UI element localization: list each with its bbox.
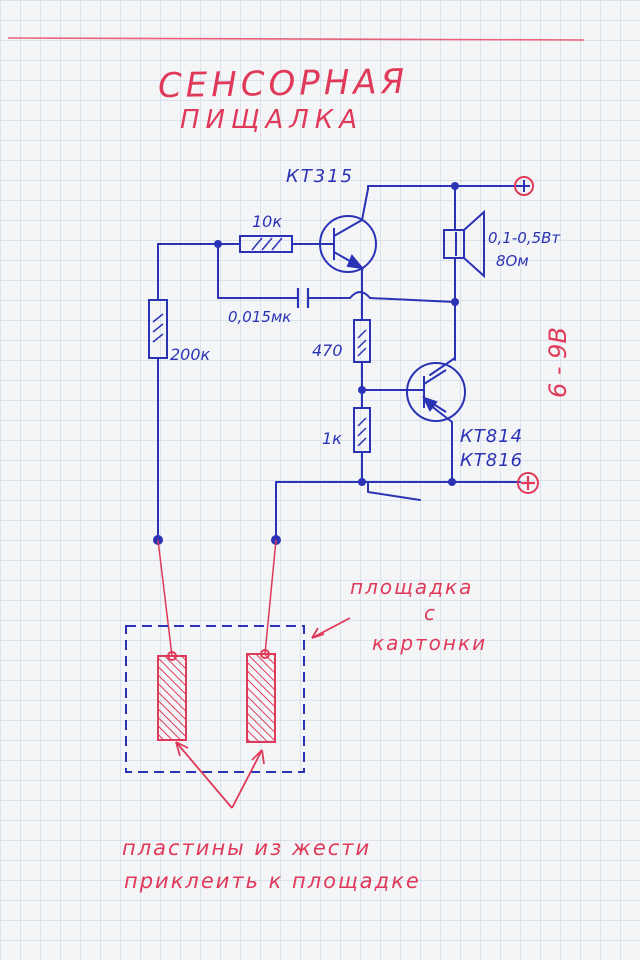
label-speaker-impedance: 8Ом xyxy=(496,252,529,270)
junction-dots xyxy=(153,182,459,545)
pad-label-line3: картонки xyxy=(372,631,487,655)
plates-label-line2: приклеить к площадке xyxy=(124,869,421,893)
label-kt814: КТ814 xyxy=(460,426,523,447)
transistor-kt315 xyxy=(319,188,377,273)
label-capacitor: 0,015мк xyxy=(228,308,291,326)
label-supply-voltage: 6 - 9В xyxy=(544,327,572,398)
label-470: 470 xyxy=(312,341,343,360)
margin-line xyxy=(7,37,585,41)
label-speaker-power: 0,1-0,5Вт xyxy=(488,229,561,247)
pad-arrow xyxy=(311,617,351,639)
title-line2: ПИЩАЛКА xyxy=(180,105,363,135)
label-kt816: КТ816 xyxy=(460,450,523,471)
plus-terminal-bottom xyxy=(517,472,539,494)
plates-label-line1: пластины из жести xyxy=(122,836,371,860)
resistor-470 xyxy=(353,319,371,363)
plate-arrows xyxy=(175,741,265,809)
speaker-icon xyxy=(443,209,485,279)
label-200k: 200к xyxy=(170,345,211,364)
transistor-kt814 xyxy=(406,362,466,422)
title-line1: СЕНСОРНАЯ xyxy=(158,62,409,106)
pad-label-line1: площадка xyxy=(350,575,473,599)
label-1k: 1к xyxy=(322,429,342,448)
pad-outline xyxy=(125,625,305,773)
circuit-wires xyxy=(157,185,521,541)
label-10k: 10к xyxy=(252,212,282,231)
resistor-1k xyxy=(353,407,371,453)
plate-left xyxy=(157,651,187,741)
resistor-10k xyxy=(239,235,293,253)
plate-leads xyxy=(157,539,277,657)
pad-label-line2: с xyxy=(424,601,435,625)
resistor-200k xyxy=(148,299,168,359)
plus-terminal-top xyxy=(514,176,534,196)
plate-right xyxy=(246,649,276,743)
label-kt315: КТ315 xyxy=(286,166,354,187)
capacitor xyxy=(296,288,310,308)
